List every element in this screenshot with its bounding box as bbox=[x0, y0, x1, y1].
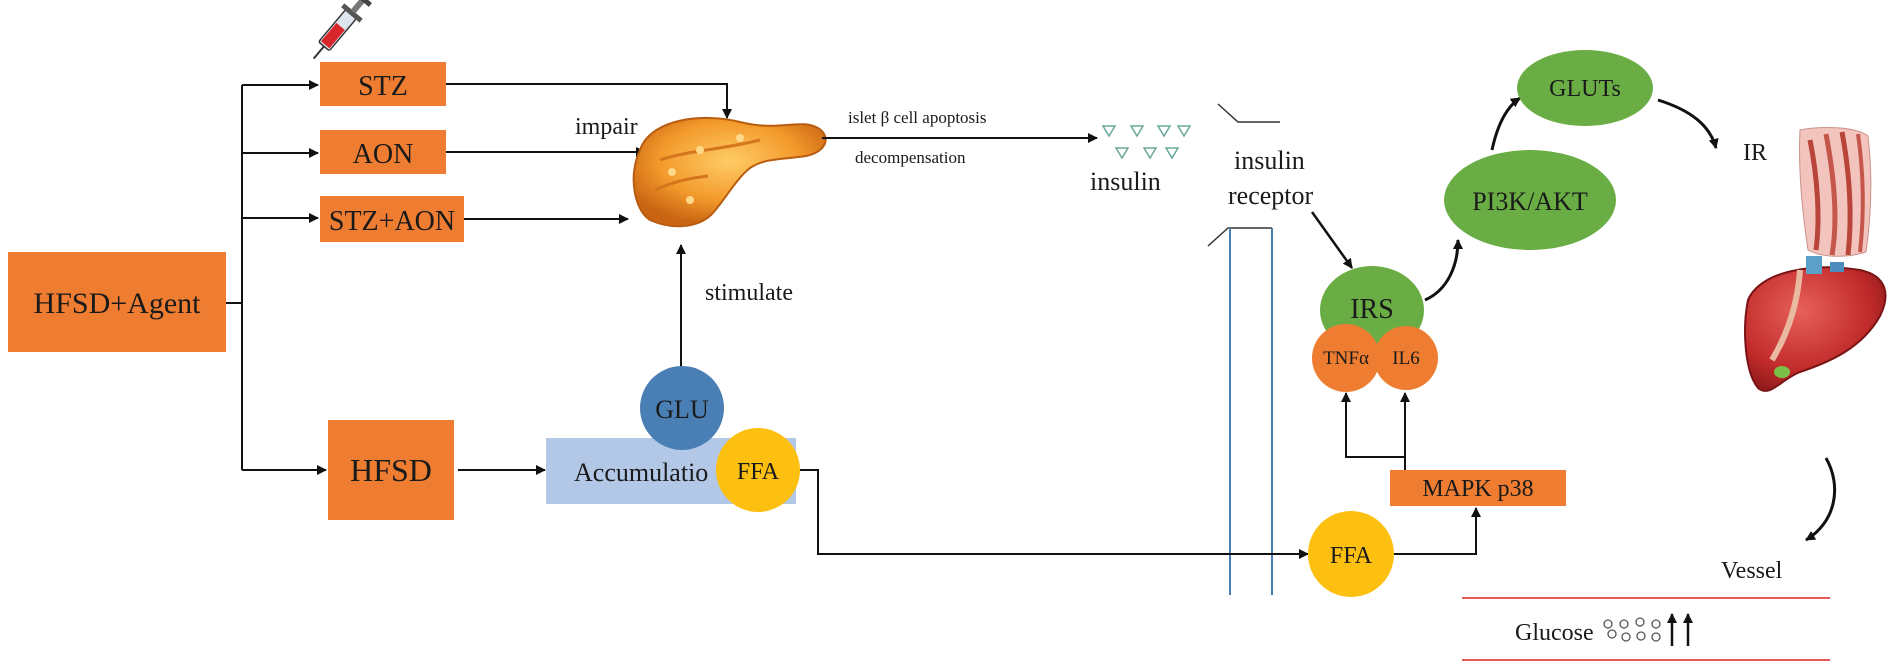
il6-node: IL6 bbox=[1374, 326, 1438, 390]
stz-aon-node: STZ+AON bbox=[320, 196, 464, 242]
ffa-left-label: FFA bbox=[737, 459, 780, 485]
ffa-mid-node: FFA bbox=[1308, 511, 1394, 597]
hfsd-node: HFSD bbox=[328, 420, 454, 520]
gluts-node: GLUTs bbox=[1517, 50, 1653, 126]
insulin-receptor bbox=[1207, 103, 1280, 595]
gluts-to-ir-arrow bbox=[1657, 98, 1719, 149]
syringe-icon bbox=[312, 0, 372, 60]
hfsd-agent-label: HFSD+Agent bbox=[34, 287, 202, 320]
irs-to-pi3k-arrow bbox=[1424, 239, 1463, 302]
pancreas-icon bbox=[632, 116, 827, 228]
to-pancreas-arrows bbox=[446, 83, 732, 475]
liver-icon bbox=[1744, 256, 1887, 392]
stz-node: STZ bbox=[320, 62, 446, 106]
aon-node: AON bbox=[320, 130, 446, 174]
il6-label: IL6 bbox=[1392, 348, 1419, 369]
ffa-left-node: FFA bbox=[716, 428, 800, 512]
insulin-receptor-line1: insulin bbox=[1234, 146, 1305, 175]
ir-label: IR bbox=[1743, 140, 1767, 166]
impair-label: impair bbox=[575, 114, 638, 140]
stz-label: STZ bbox=[358, 71, 408, 102]
glucose-molecules bbox=[1603, 617, 1661, 642]
tnfa-node: TNFα bbox=[1312, 324, 1380, 392]
stz-aon-label: STZ+AON bbox=[329, 206, 455, 237]
accumulation-label: Accumulatio bbox=[574, 458, 708, 487]
mapk-node: MAPK p38 bbox=[1390, 470, 1566, 506]
insulin-triangles bbox=[1101, 125, 1192, 160]
mapk-label: MAPK p38 bbox=[1422, 476, 1533, 502]
ffa-to-mapk-arrow bbox=[1394, 507, 1481, 555]
receptor-to-irs-arrow bbox=[1310, 211, 1354, 269]
left-connectors bbox=[225, 80, 327, 475]
apoptosis-label: islet β cell apoptosis bbox=[848, 108, 987, 127]
insulin-receptor-line2: receptor bbox=[1228, 181, 1314, 210]
mapk-to-cytokine-arrows bbox=[1341, 392, 1410, 470]
stimulate-label: stimulate bbox=[705, 280, 793, 306]
glucose-increase-arrows bbox=[1667, 613, 1693, 646]
ffa-mid-label: FFA bbox=[1330, 543, 1373, 569]
glucose-label: Glucose bbox=[1515, 620, 1594, 646]
aon-label: AON bbox=[353, 139, 414, 170]
liver-to-vessel-arrow bbox=[1805, 457, 1837, 542]
glu-node: GLU bbox=[640, 366, 724, 450]
irs-label: IRS bbox=[1350, 294, 1394, 325]
tnfa-label: TNFα bbox=[1323, 348, 1369, 369]
ffa-to-ffa-arrow bbox=[800, 469, 1309, 559]
insulin-label: insulin bbox=[1090, 167, 1161, 196]
pi3k-node: PI3K/AKT bbox=[1444, 150, 1616, 250]
decompensation-label: decompensation bbox=[855, 148, 966, 167]
gluts-label: GLUTs bbox=[1549, 76, 1621, 102]
pi3k-to-gluts-arrow bbox=[1490, 96, 1521, 151]
glu-label: GLU bbox=[655, 395, 709, 424]
pi3k-label: PI3K/AKT bbox=[1472, 187, 1588, 216]
hfsd-agent-node: HFSD+Agent bbox=[8, 252, 226, 352]
muscle-icon bbox=[1798, 127, 1872, 257]
vessel-label: Vessel bbox=[1721, 558, 1783, 584]
hfsd-label: HFSD bbox=[350, 452, 432, 488]
